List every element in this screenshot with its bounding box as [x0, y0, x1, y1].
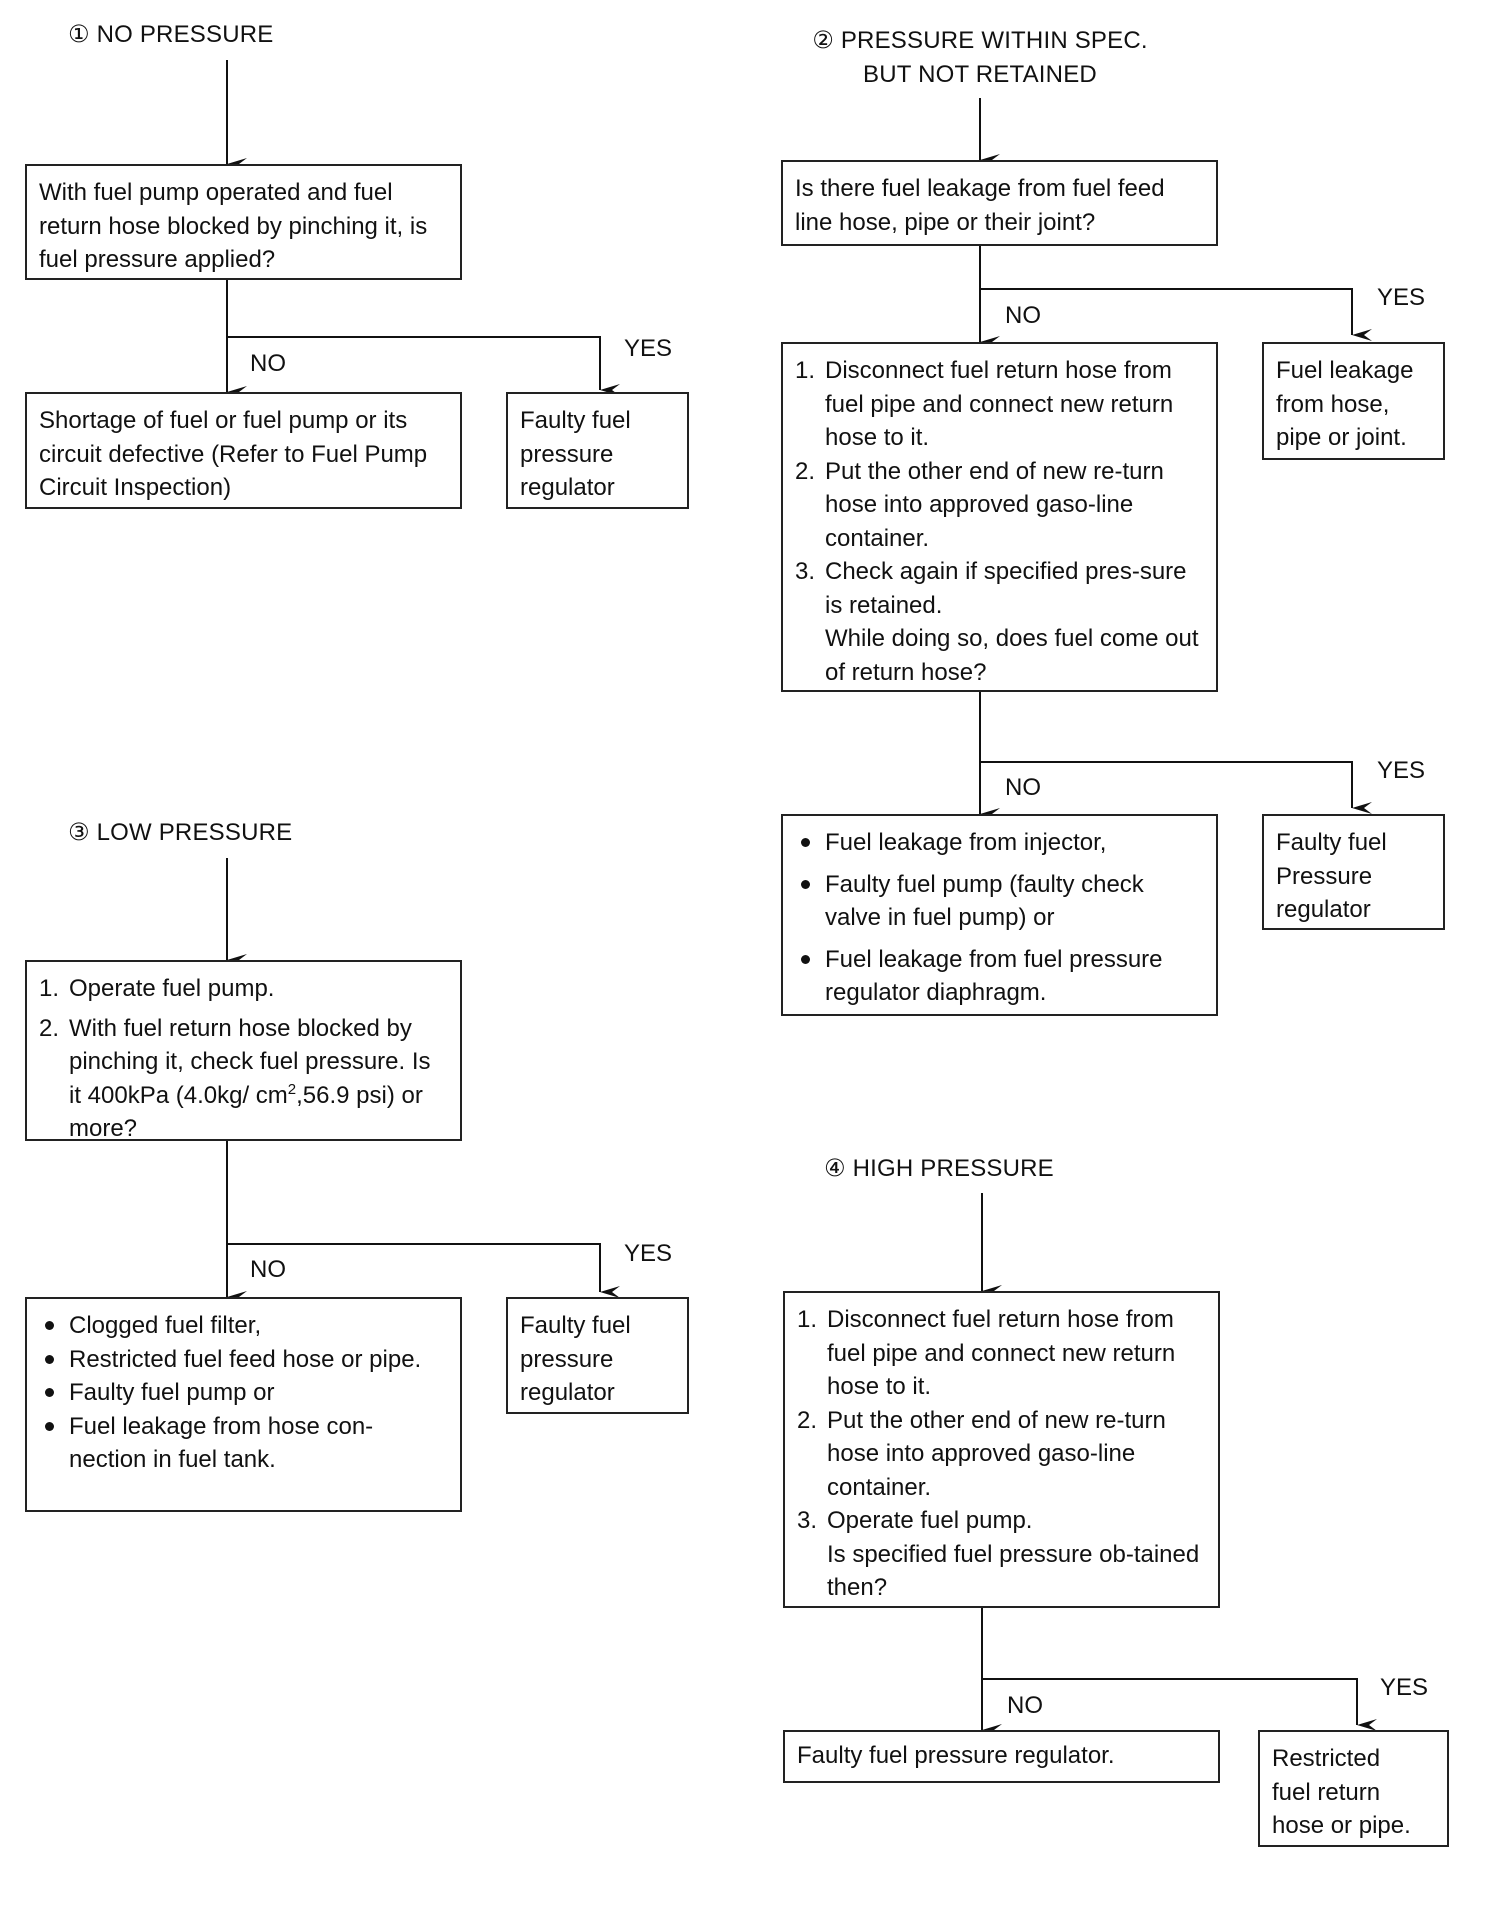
no-label-3: NO [250, 1256, 286, 1283]
result-box-low-pressure-no: Clogged fuel filter, Restricted fuel fee… [25, 1297, 462, 1512]
arrow-yes-1 [227, 336, 620, 396]
list-item: Fuel leakage from fuel pressure regulato… [795, 943, 1204, 1010]
step-number: 2. [795, 457, 816, 485]
section-title-no-pressure: ① NO PRESSURE [68, 21, 274, 48]
step-text: Check again if specified pres-sure is re… [825, 558, 1199, 686]
arrow-yes-2a [980, 288, 1372, 341]
yes-label-3: YES [624, 1240, 673, 1267]
list-item: Faulty fuel pump or [39, 1376, 448, 1410]
cause-list-not-retained: Fuel leakage from injector, Faulty fuel … [795, 826, 1204, 1010]
arrow-yes-4 [982, 1678, 1377, 1731]
no-label-2b: NO [1005, 774, 1041, 801]
step-text: Disconnect fuel return hose from fuel pi… [827, 1306, 1176, 1400]
step-text: With fuel return hose blocked by pinchin… [69, 1014, 431, 1109]
arrow-yes-2b [980, 761, 1372, 814]
result-box-no-pressure-no: Shortage of fuel or fuel pump or its cir… [25, 392, 462, 509]
steps-box-high-pressure: 1. Disconnect fuel return hose from fuel … [783, 1291, 1220, 1608]
step-text: ,56.9 psi) or more? [69, 1081, 423, 1143]
step-number: 2. [797, 1406, 818, 1434]
result-box-no-pressure-yes: Faulty fuel pressure regulator [506, 392, 689, 509]
yes-label-1: YES [624, 335, 673, 362]
result-box-low-pressure-yes: Faulty fuel pressure regulator [506, 1297, 689, 1414]
yes-label-2b: YES [1377, 757, 1426, 784]
step-item: 2. Put the other end of new re-turn hose … [797, 1404, 1206, 1505]
question-box-no-pressure: With fuel pump operated and fuel return … [25, 164, 462, 280]
step-item: 1. Disconnect fuel return hose from fuel … [797, 1303, 1206, 1404]
step-text: Put the other end of new re-turn hose in… [827, 1406, 1166, 1501]
no-label-1: NO [250, 350, 286, 377]
step-item: 1. Operate fuel pump. [39, 972, 448, 1006]
list-item: Clogged fuel filter, [39, 1309, 448, 1343]
step-number: 3. [797, 1507, 818, 1534]
step-text: Operate fuel pump. Is specified fuel pre… [827, 1507, 1200, 1601]
steps-box-not-retained: 1. Disconnect fuel return hose from fuel … [781, 342, 1218, 692]
step-number: 2. [39, 1014, 60, 1042]
superscript: 2 [287, 1080, 297, 1098]
step-text: Disconnect fuel return hose from fuel pi… [825, 357, 1174, 451]
section-title-low-pressure: ③ LOW PRESSURE [68, 819, 293, 846]
yes-label-2a: YES [1377, 284, 1426, 311]
steps-list-low-pressure: 1. Operate fuel pump. 2. With fuel return … [39, 972, 448, 1146]
steps-list-high-pressure: 1. Disconnect fuel return hose from fuel … [797, 1303, 1206, 1605]
list-item: Fuel leakage from hose con-nection in fu… [39, 1410, 448, 1477]
step-item: 2. Put the other end of new re-turn hose … [795, 455, 1204, 556]
no-label-4: NO [1007, 1692, 1043, 1719]
step-item: 2. With fuel return hose blocked by pinch… [39, 1012, 448, 1146]
step-item: 3. Check again if specified pres-sure is … [795, 555, 1204, 689]
steps-list-not-retained: 1. Disconnect fuel return hose from fuel … [795, 354, 1204, 689]
steps-box-low-pressure: 1. Operate fuel pump. 2. With fuel return … [25, 960, 462, 1142]
list-item: Faulty fuel pump (faulty check valve in … [795, 868, 1204, 935]
result-box-high-pressure-no: Faulty fuel pressure regulator. [783, 1730, 1220, 1783]
no-label-2a: NO [1005, 302, 1041, 329]
result-box-not-retained-yes: Faulty fuel Pressure regulator [1262, 814, 1445, 930]
result-box-high-pressure-yes: Restricted fuel return hose or pipe. [1258, 1730, 1449, 1847]
section-title-not-retained: ② PRESSURE WITHIN SPEC. BUT NOT RETAINED [812, 27, 1148, 88]
step-number: 3. [795, 558, 816, 585]
step-item: 3. Operate fuel pump. Is specified fuel p… [797, 1504, 1206, 1605]
result-box-leakage-yes: Fuel leakage from hose, pipe or joint. [1262, 342, 1445, 460]
step-number: 1. [39, 975, 60, 1002]
list-item: Fuel leakage from injector, [795, 826, 1204, 860]
step-text: Put the other end of new re-turn hose in… [825, 457, 1164, 552]
step-item: 1. Disconnect fuel return hose from fuel … [795, 354, 1204, 455]
step-text: Operate fuel pump. [69, 975, 275, 1002]
list-item: Restricted fuel feed hose or pipe. [39, 1343, 448, 1377]
yes-label-4: YES [1380, 1674, 1429, 1701]
result-box-not-retained-no: Fuel leakage from injector, Faulty fuel … [781, 814, 1218, 1016]
section-title-high-pressure: ④ HIGH PRESSURE [824, 1155, 1054, 1182]
question-box-not-retained: Is there fuel leakage from fuel feed lin… [781, 160, 1218, 246]
step-number: 1. [797, 1306, 818, 1333]
arrow-yes-3 [227, 1243, 620, 1298]
step-number: 1. [795, 357, 816, 384]
cause-list-low-pressure: Clogged fuel filter, Restricted fuel fee… [39, 1309, 448, 1477]
